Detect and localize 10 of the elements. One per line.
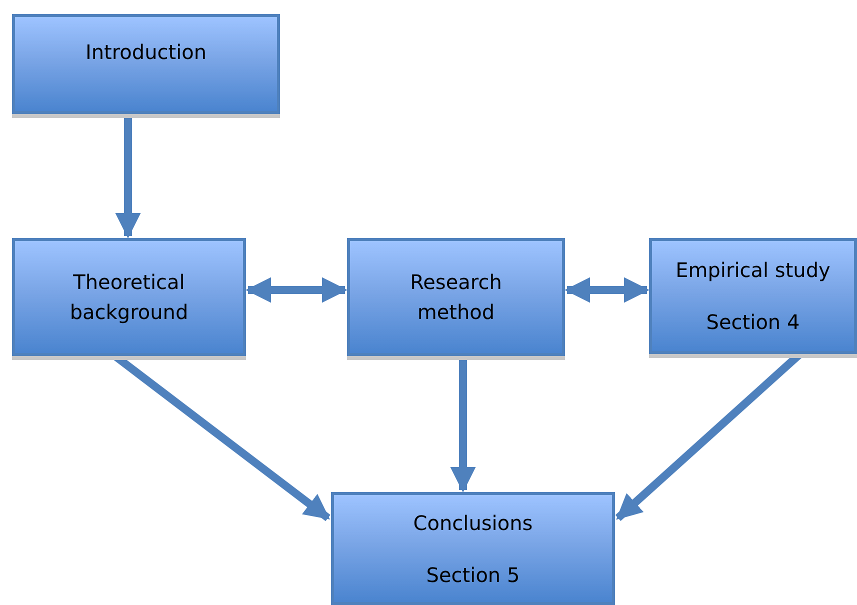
process-box — [331, 492, 615, 605]
section-label: Section 4 — [705, 309, 801, 336]
section-label: Section 5 — [425, 562, 521, 588]
box-title: Introduction — [84, 39, 208, 66]
box-title: Conclusions — [412, 510, 534, 536]
arrow — [245, 277, 348, 303]
box-title: Empirical study — [674, 257, 832, 284]
arrow — [564, 277, 650, 303]
box-title: Research method — [409, 269, 503, 326]
box-title: Theoretical background — [68, 269, 190, 326]
